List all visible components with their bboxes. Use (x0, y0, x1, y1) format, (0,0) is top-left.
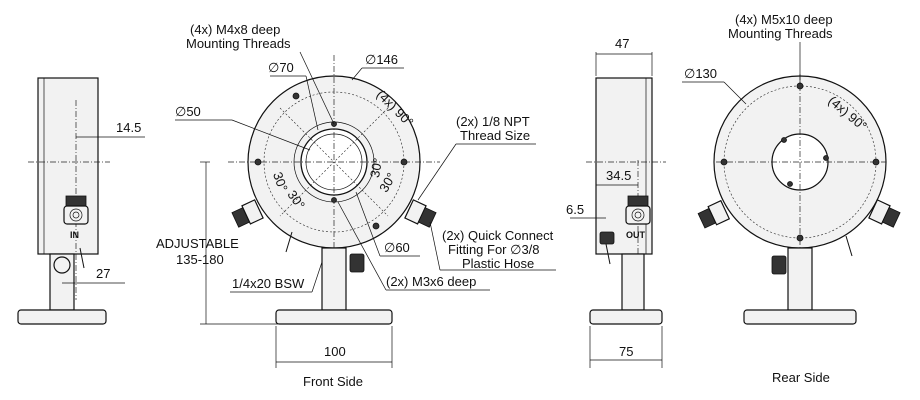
right-housing (595, 77, 653, 255)
dia-60-leader-b (355, 191, 381, 257)
dia-130: ∅130 (684, 66, 717, 81)
left-hose (79, 247, 85, 269)
dia-70: ∅70 (268, 60, 294, 75)
rear-hole-bottom (796, 234, 804, 242)
qc-line1: (2x) Quick Connect (442, 228, 554, 243)
left-base (17, 309, 107, 325)
right-post (621, 253, 645, 311)
rear-fitting-right (868, 199, 901, 228)
dia-146-leader-b (351, 67, 363, 81)
port-in-label: IN (70, 230, 79, 240)
qc-line2: Fitting For ∅3/8 (448, 242, 540, 257)
front-threads-line2: Mounting Threads (186, 36, 291, 51)
m3-callout: (2x) M3x6 deep (386, 274, 476, 289)
angle-30-a: 30° (270, 170, 291, 194)
dia-60: ∅60 (384, 240, 410, 255)
dim-47: 47 (615, 36, 629, 51)
left-knob (53, 256, 71, 274)
right-side-view: OUT 47 34.5 6.5 75 (566, 36, 666, 368)
adjustable-line1: ADJUSTABLE (156, 236, 239, 251)
rear-threads-line2: Mounting Threads (728, 26, 833, 41)
front-diag-2 (279, 107, 389, 217)
front-side-caption: Front Side (303, 374, 363, 389)
m3-leader-b (337, 201, 387, 291)
rear-hole-left (720, 158, 728, 166)
right-side-fitting (599, 231, 615, 245)
front-threads-leader (299, 51, 335, 125)
out-fitting-body (625, 205, 651, 225)
left-side-view: IN 14.5 27 (17, 77, 145, 325)
front-post-knob (349, 253, 365, 273)
npt-leader-b (417, 143, 457, 201)
rear-hose (845, 235, 853, 257)
dia-146: ∅146 (365, 52, 398, 67)
rear-hole-right (872, 158, 880, 166)
rear-side-caption: Rear Side (772, 370, 830, 385)
qc-line3: Plastic Hose (462, 256, 534, 271)
dia-50-leader-b (231, 119, 311, 151)
left-housing (37, 77, 99, 255)
qc-leader-b (429, 221, 441, 271)
rear-base (743, 309, 857, 325)
rear-threads-line1: (4x) M5x10 deep (735, 12, 833, 27)
out-fitting-nut (627, 195, 649, 207)
dim-100: 100 (324, 344, 346, 359)
npt-line1: (2x) 1/8 NPT (456, 114, 530, 129)
front-post (321, 247, 347, 311)
rear-small-hole-2 (823, 155, 829, 161)
dia-70-leader-b (305, 75, 319, 131)
front-fitting-left (231, 199, 264, 228)
bsw-callout: 1/4x20 BSW (232, 276, 305, 291)
front-view: (4x) M4x8 deep Mounting Threads ∅70 ∅146… (156, 22, 556, 389)
bsw-leader-b (311, 261, 323, 293)
out-fitting-bore (631, 208, 645, 222)
dim-34-5: 34.5 (606, 168, 631, 183)
adjustable-line2: 135-180 (176, 252, 224, 267)
in-fitting-bore-inner (72, 211, 80, 219)
port-out-label: OUT (626, 230, 646, 240)
front-m3-hole-bottom (331, 197, 337, 203)
dim-14-5: 14.5 (116, 120, 141, 135)
dim-27: 27 (96, 266, 110, 281)
front-threads-line1: (4x) M4x8 deep (190, 22, 280, 37)
out-fitting-bore-inner (634, 211, 642, 219)
front-hole-4 (372, 222, 380, 230)
in-fitting-body (63, 205, 89, 225)
front-fitting-right (404, 199, 437, 228)
right-hose (605, 243, 611, 265)
npt-line2: Thread Size (460, 128, 530, 143)
in-fitting-bore (69, 208, 83, 222)
front-base (275, 309, 393, 325)
dia-50: ∅50 (175, 104, 201, 119)
front-hole-1 (292, 92, 300, 100)
front-hole-2 (400, 158, 408, 166)
angle-30-c: 30° (367, 157, 385, 179)
rear-post (787, 247, 813, 311)
dim-6-5: 6.5 (566, 202, 584, 217)
rear-fitting-left (697, 199, 731, 229)
dia-130-leader-b (723, 81, 747, 105)
right-base (589, 309, 663, 325)
rear-view: (4x) M5x10 deep Mounting Threads ∅130 (4… (682, 12, 901, 385)
rear-post-knob (771, 255, 787, 275)
rear-small-hole-1 (781, 137, 787, 143)
front-hole-3 (254, 158, 262, 166)
front-hose-left (285, 231, 293, 253)
in-fitting-nut (65, 195, 87, 207)
dim-75: 75 (619, 344, 633, 359)
rear-small-hole-3 (787, 181, 793, 187)
